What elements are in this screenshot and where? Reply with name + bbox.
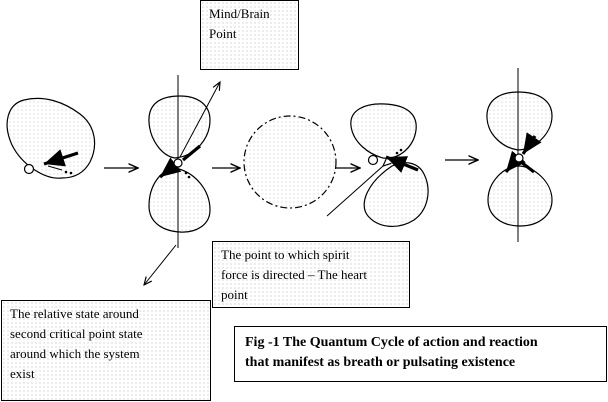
force-arrow-thick (43, 149, 79, 167)
label-line: The relative state around (10, 306, 139, 321)
stage-2-double-lobe (144, 75, 220, 285)
heart-circle (243, 115, 337, 209)
critical-point-label-box: The relative state around second critica… (1, 300, 211, 401)
mind-brain-label-box: Mind/Brain Point (200, 0, 299, 70)
force-arrow-thick (520, 160, 535, 174)
lower-lobe (487, 165, 553, 227)
critical-point (23, 163, 35, 175)
critical-point (173, 158, 183, 168)
mind-pointer-arrow (179, 82, 220, 158)
point-dot (187, 175, 191, 179)
heart-point-label-box: The point to which spirit force is direc… (212, 241, 410, 308)
point-dot (64, 170, 68, 174)
lobe-shape (6, 97, 96, 179)
critical-pointer-arrow (144, 244, 177, 285)
point-dot (184, 171, 188, 175)
upper-lobe (486, 91, 553, 151)
label-line: around which the system (10, 346, 140, 361)
stage-3-heart-circle (243, 115, 337, 209)
label-line: point (221, 287, 248, 302)
force-arrow-thick (181, 144, 202, 162)
critical-point (367, 154, 379, 166)
point-dot (69, 171, 73, 175)
lower-lobe (148, 167, 211, 233)
caption-line: that manifest as breath or pulsating exi… (245, 355, 516, 370)
lower-lobe (363, 162, 429, 227)
label-line: exist (10, 366, 35, 381)
upper-lobe (148, 95, 211, 159)
label-line: Point (209, 26, 237, 41)
force-arrow-thick (504, 150, 526, 174)
label-line: second critical point state (10, 326, 143, 341)
figure-caption: Fig -1 The Quantum Cycle of action and r… (234, 326, 607, 382)
label-line: force is directed – The heart (221, 267, 367, 282)
stage-4-tilted-lobe (326, 103, 429, 227)
point-dot (395, 151, 399, 155)
stage-1-lobe (6, 97, 96, 179)
upper-lobe (350, 103, 417, 159)
critical-point (514, 153, 524, 163)
force-arrow-thin (47, 165, 63, 171)
caption-line: Fig -1 The Quantum Cycle of action and r… (245, 335, 538, 350)
force-arrow-thick (159, 157, 182, 179)
point-dot (399, 148, 403, 152)
label-line: The point to which spirit (221, 247, 350, 262)
stage-5-double-lobe (486, 68, 553, 242)
heart-pointer-arrow (326, 166, 383, 217)
label-line: Mind/Brain (209, 6, 270, 21)
